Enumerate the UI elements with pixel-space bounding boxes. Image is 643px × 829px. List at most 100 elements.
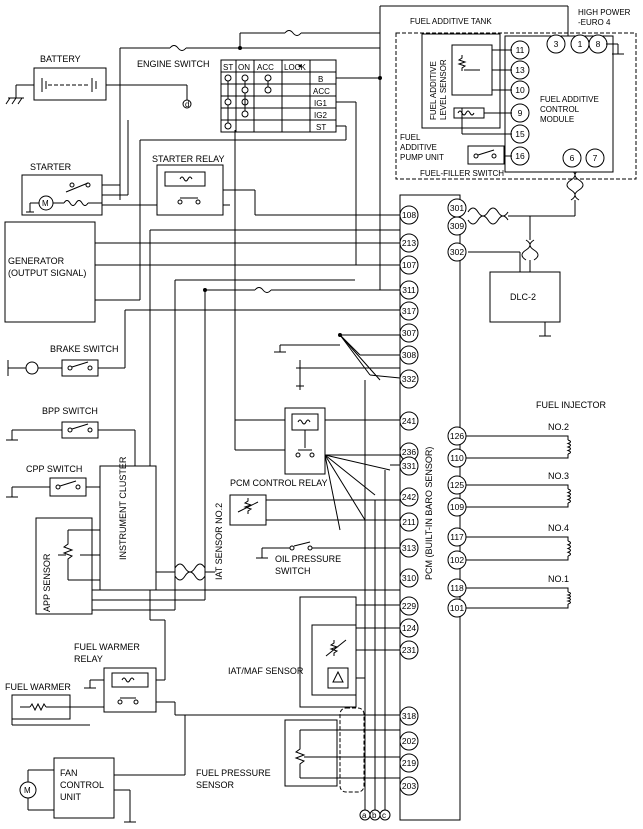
pcm-pin-229: 229 [402, 601, 416, 611]
pcm-pin-301: 301 [450, 203, 464, 213]
injector-name: NO.2 [548, 422, 569, 432]
pcm-pin-213-circle [399, 233, 419, 253]
pcm-pin-311-circle [399, 280, 419, 300]
pcm-pin-313-circle [399, 538, 419, 558]
pcm-pin-231: 231 [402, 645, 416, 655]
pcm-pin-317-circle [399, 301, 419, 321]
switch-row-st: ST [316, 123, 326, 132]
fuel-filler-switch-label: FUEL-FILLER SWITCH [420, 169, 504, 178]
pcm-pin-302: 302 [450, 247, 464, 257]
pcm-pin-219-circle [399, 753, 419, 773]
pcm-pin-317: 317 [402, 306, 416, 316]
pcm-pin-107: 107 [402, 260, 416, 270]
injector-pin-126: 126 [450, 431, 464, 441]
fuel-warmer-relay-label-2: RELAY [74, 654, 103, 664]
engine-switch-table: ST ON ACC LOCK B ACC IG1 IG2 ST [220, 59, 337, 133]
pcm-pin-203: 203 [402, 781, 416, 791]
fam-label-3: MODULE [540, 115, 574, 124]
pcm-pin-309: 309 [450, 221, 464, 231]
injector-coil [566, 540, 571, 557]
pcm-pin-202: 202 [402, 736, 416, 746]
pcm-pin-108-circle [399, 205, 419, 225]
fam-pin-3-circle [546, 34, 566, 54]
fam-pin-8: 8 [596, 39, 601, 49]
pcm-pin-229-circle [399, 596, 419, 616]
high-power-label: HIGH POWER [578, 8, 631, 17]
fan-control-label-3: UNIT [60, 792, 81, 802]
pcm-control-relay-label: PCM CONTROL RELAY [230, 478, 328, 488]
pcm-pin-308-circle [399, 345, 419, 365]
fam-pin-15: 15 [515, 129, 525, 139]
pcm-left-pins: 1082131073113173073083322412363312422113… [399, 205, 419, 796]
pcm-pin-302-circle [447, 242, 467, 262]
connector-b: b [372, 811, 377, 820]
starter-relay-label: STARTER RELAY [152, 154, 225, 164]
battery-label: BATTERY [40, 54, 81, 64]
pcm-pin-308: 308 [402, 350, 416, 360]
pcm-pin-211: 211 [402, 517, 416, 527]
pcm-pin-331: 331 [402, 461, 416, 471]
fam-pin-10: 10 [515, 85, 525, 95]
fam-pin-11: 11 [516, 45, 525, 55]
fam-pin-6: 6 [570, 153, 575, 163]
injector-pin-117: 117 [450, 532, 464, 542]
pcm-pin-331-circle [399, 456, 419, 476]
pcm-pin-203-circle [399, 776, 419, 796]
fuel-additive-tank-label: FUEL ADDITIVE TANK [410, 17, 492, 26]
fam-pin-16: 16 [515, 151, 525, 161]
pcm-pin-202-circle [399, 731, 419, 751]
injector-wire [466, 435, 569, 440]
cpp-switch-label: CPP SWITCH [26, 464, 82, 474]
injector-pin-110: 110 [450, 453, 464, 463]
injector-wire [466, 484, 569, 489]
battery: BATTERY [5, 54, 107, 105]
pcm-pin-307: 307 [402, 328, 416, 338]
pcm-label: PCM (BUILT-IN BARO SENSOR) [424, 447, 434, 580]
pcm-pin-307-circle [399, 323, 419, 343]
fam-pin-13: 13 [515, 65, 525, 75]
connector-d: d [185, 100, 189, 109]
connector-c: c [382, 811, 386, 820]
injector-coil [566, 591, 571, 605]
injector-pin-118: 118 [450, 583, 464, 593]
pcm-pin-313: 313 [402, 543, 416, 553]
pcm-pin-213: 213 [402, 238, 416, 248]
pcm-pin-107-circle [399, 255, 419, 275]
oil-pressure-label-2: SWITCH [275, 566, 311, 576]
connector-a: a [362, 811, 367, 820]
fam-pin-7: 7 [593, 153, 598, 163]
pcm-pin-332-circle [399, 369, 419, 389]
switch-row-ig1: IG1 [314, 99, 327, 108]
fam-pin-6-circle [562, 148, 582, 168]
app-sensor-label: APP SENSOR [42, 553, 52, 612]
pcm-pin-231-circle [399, 640, 419, 660]
switch-col-on: ON [238, 63, 250, 72]
switch-col-lock: LOCK [284, 63, 306, 72]
generator-output-label: (OUTPUT SIGNAL) [8, 268, 86, 278]
pcm-pin-124-circle [399, 618, 419, 638]
pcm-pin-211-circle [399, 512, 419, 532]
injector-wire [466, 503, 569, 508]
injector-wire [466, 587, 569, 592]
pcm-pin-318-circle [399, 706, 419, 726]
injector-coil [566, 488, 571, 504]
starter-label: STARTER [30, 162, 72, 172]
pump-unit-label-3: PUMP UNIT [400, 153, 444, 162]
fan-control-label: FAN [60, 768, 78, 778]
dlc2-label: DLC-2 [510, 292, 536, 302]
pcm-pin-219: 219 [402, 758, 416, 768]
svg-text:M: M [42, 199, 49, 208]
fam-pin-3: 3 [554, 39, 559, 49]
injector-wire [466, 536, 569, 541]
injector-name: NO.4 [548, 523, 569, 533]
pcm-pin-242: 242 [402, 492, 416, 502]
pcm-pin-108: 108 [402, 210, 416, 220]
high-power-label-2: -EURO 4 [578, 18, 611, 27]
fam-pin-7-circle [585, 148, 605, 168]
switch-row-b: B [318, 75, 323, 84]
pcm-pin-241-circle [399, 411, 419, 431]
fuel-warmer-label: FUEL WARMER [5, 682, 71, 692]
injector-coil [566, 439, 571, 455]
